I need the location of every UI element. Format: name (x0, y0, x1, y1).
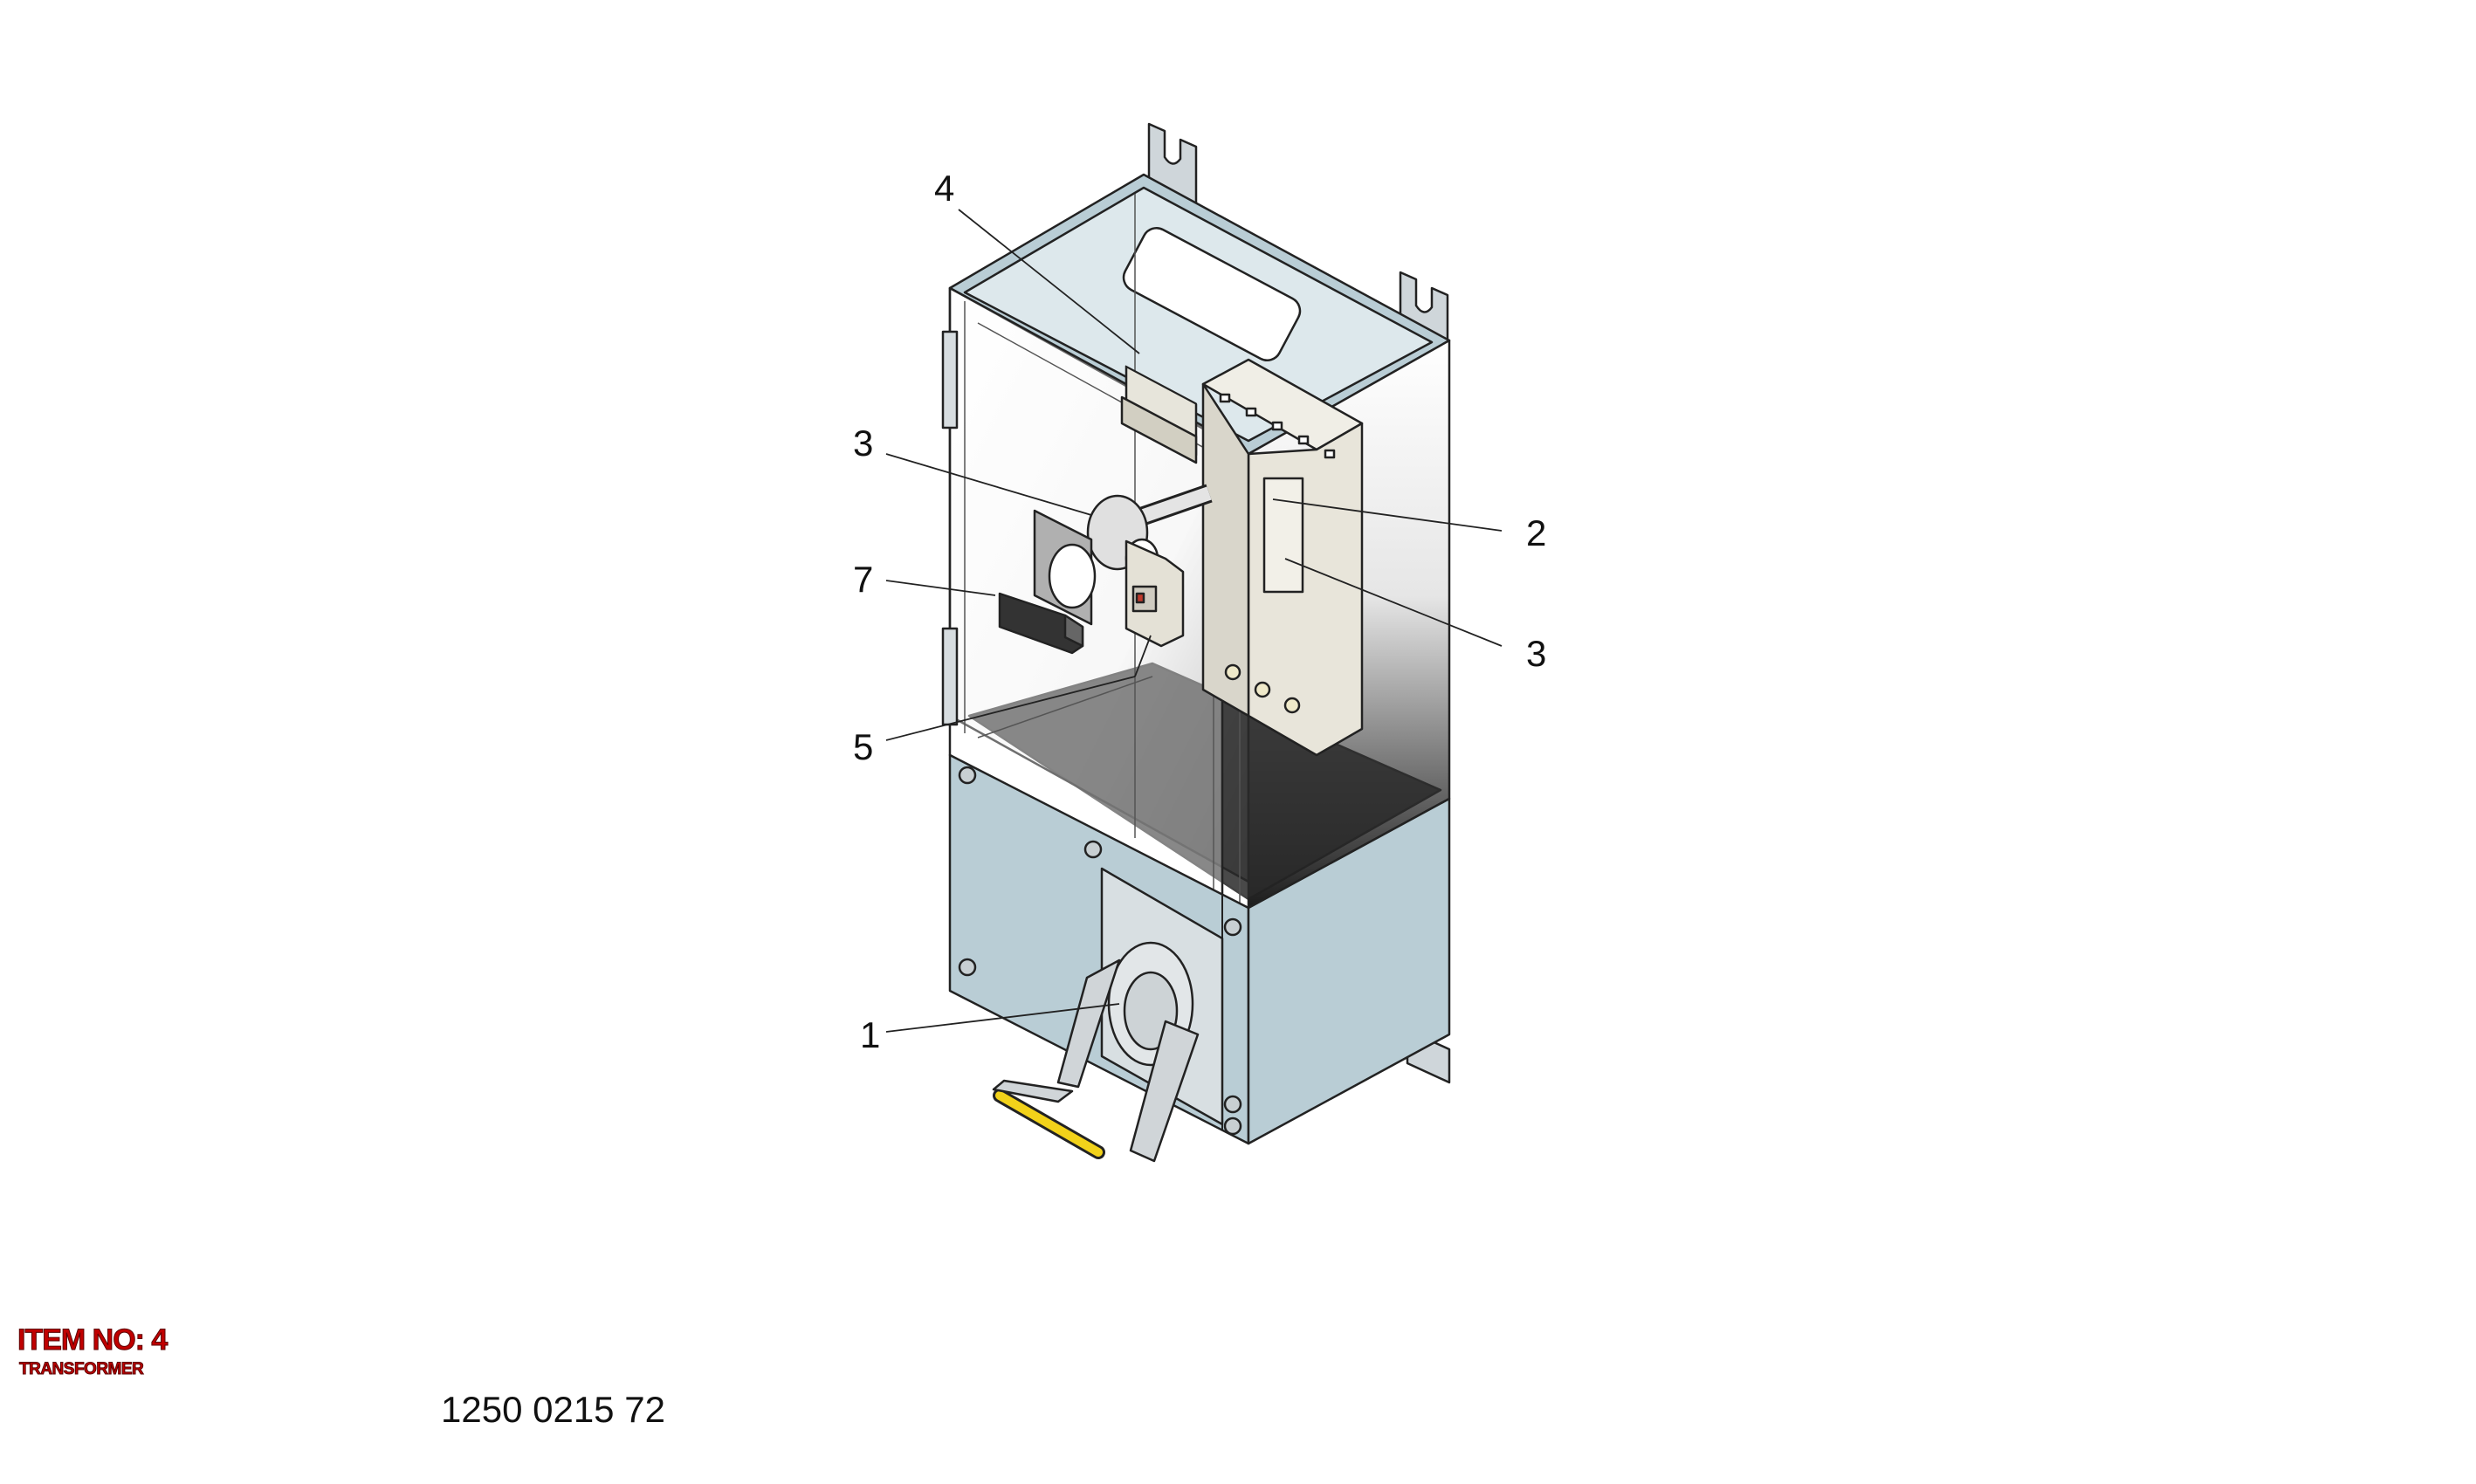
callout-5: 5 (853, 726, 873, 767)
handle-arm-right (1129, 1020, 1200, 1163)
callout-4: 4 (934, 168, 954, 209)
base-side-face (1247, 797, 1451, 1145)
callout-3-left: 3 (853, 423, 873, 464)
handle-arm-left (1056, 958, 1121, 1089)
part-number: 1250 0215 72 (441, 1389, 665, 1430)
callout-labels: 4 3 7 5 1 2 3 (853, 168, 1546, 1055)
callout-7: 7 (853, 559, 873, 600)
callout-1: 1 (860, 1014, 880, 1055)
terminal-block (1120, 365, 1198, 464)
item-description: TRANSFORMER (18, 1360, 144, 1379)
callout-3-right: 3 (1526, 633, 1546, 674)
enclosure (941, 122, 1451, 1163)
enclosure-bolts (958, 766, 1242, 1136)
door-hinge-lower (941, 627, 959, 726)
leader-lines (885, 209, 1503, 1033)
circuit-breaker (1201, 358, 1364, 757)
item-number-title: ITEM NO: 4 (17, 1323, 168, 1357)
door-hinge-upper (941, 330, 959, 429)
inner-floor-shadow (967, 662, 1442, 901)
callout-2: 2 (1526, 512, 1546, 553)
